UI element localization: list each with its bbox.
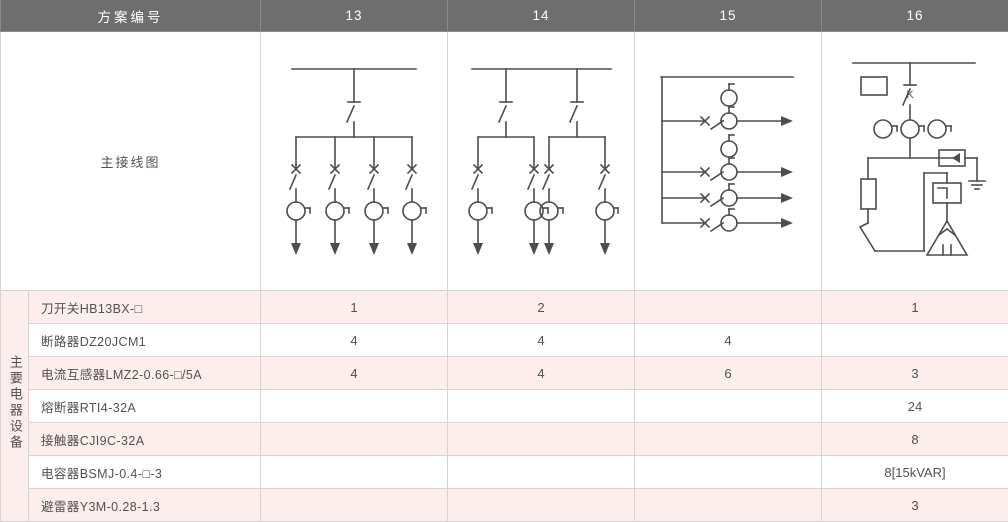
cell-13-contactor	[261, 423, 448, 456]
cell-15-current-transformer: 6	[635, 357, 822, 390]
table-row: 熔断器RTI4-32A 24	[1, 390, 1008, 423]
cell-16-breaker	[822, 324, 1008, 357]
cell-16-capacitor: 8[15kVAR]	[822, 456, 1008, 489]
cell-15-contactor	[635, 423, 822, 456]
header-col-16[interactable]: 16	[822, 0, 1008, 32]
k-label: K	[897, 86, 923, 104]
cell-14-fuse	[448, 390, 635, 423]
cell-15-fuse	[635, 390, 822, 423]
cell-13-knife-switch: 1	[261, 291, 448, 324]
table-header-row: 方案编号 13 14 15 16	[1, 0, 1008, 32]
schematic-cell-16	[822, 32, 1008, 291]
schematic-13-single-incoming-four-feeder	[279, 59, 429, 264]
cell-15-breaker: 4	[635, 324, 822, 357]
row-label-current-transformer: 电流互感器LMZ2-0.66-□/5A	[29, 357, 261, 390]
table-row: 接触器CJI9C-32A 8	[1, 423, 1008, 456]
cell-13-fuse	[261, 390, 448, 423]
header-col-13[interactable]: 13	[261, 0, 448, 32]
table-row: 电容器BSMJ-0.4-□-3 8[15kVAR]	[1, 456, 1008, 489]
cell-14-breaker: 4	[448, 324, 635, 357]
row-label-capacitor: 电容器BSMJ-0.4-□-3	[29, 456, 261, 489]
cell-16-fuse: 24	[822, 390, 1008, 423]
table-row: 主要电器设备 刀开关HB13BX-□ 1 2 1	[1, 291, 1008, 324]
diagram-row-title: 主接线图	[1, 32, 261, 291]
schematic-14-dual-incoming-four-feeder	[464, 59, 619, 264]
row-label-fuse: 熔断器RTI4-32A	[29, 390, 261, 423]
header-col-14[interactable]: 14	[448, 0, 635, 32]
header-plan-label: 方案编号	[1, 0, 261, 32]
cell-14-knife-switch: 2	[448, 291, 635, 324]
cell-14-contactor	[448, 423, 635, 456]
cell-14-current-transformer: 4	[448, 357, 635, 390]
table-row: 电流互感器LMZ2-0.66-□/5A 4 4 6 3	[1, 357, 1008, 390]
cell-16-contactor: 8	[822, 423, 1008, 456]
header-col-15[interactable]: 15	[635, 0, 822, 32]
cell-13-current-transformer: 4	[261, 357, 448, 390]
cell-13-capacitor	[261, 456, 448, 489]
cell-14-capacitor	[448, 456, 635, 489]
section-vertical-label: 主要电器设备	[1, 291, 29, 522]
cell-13-breaker: 4	[261, 324, 448, 357]
schematic-cell-13	[261, 32, 448, 291]
diagram-row: 主接线图	[1, 32, 1008, 291]
cell-15-capacitor	[635, 456, 822, 489]
schematic-cell-15	[635, 32, 822, 291]
schematic-15-vertical-bus-four-feeder	[653, 71, 803, 251]
row-label-contactor: 接触器CJI9C-32A	[29, 423, 261, 456]
section-vertical-label-text: 主要电器设备	[5, 355, 24, 451]
cell-15-knife-switch	[635, 291, 822, 324]
row-label-knife-switch: 刀开关HB13BX-□	[29, 291, 261, 324]
cell-16-current-transformer: 3	[822, 357, 1008, 390]
row-label-breaker: 断路器DZ20JCM1	[29, 324, 261, 357]
cell-16-knife-switch: 1	[822, 291, 1008, 324]
table-row: 断路器DZ20JCM1 4 4 4	[1, 324, 1008, 357]
schematic-cell-14	[448, 32, 635, 291]
